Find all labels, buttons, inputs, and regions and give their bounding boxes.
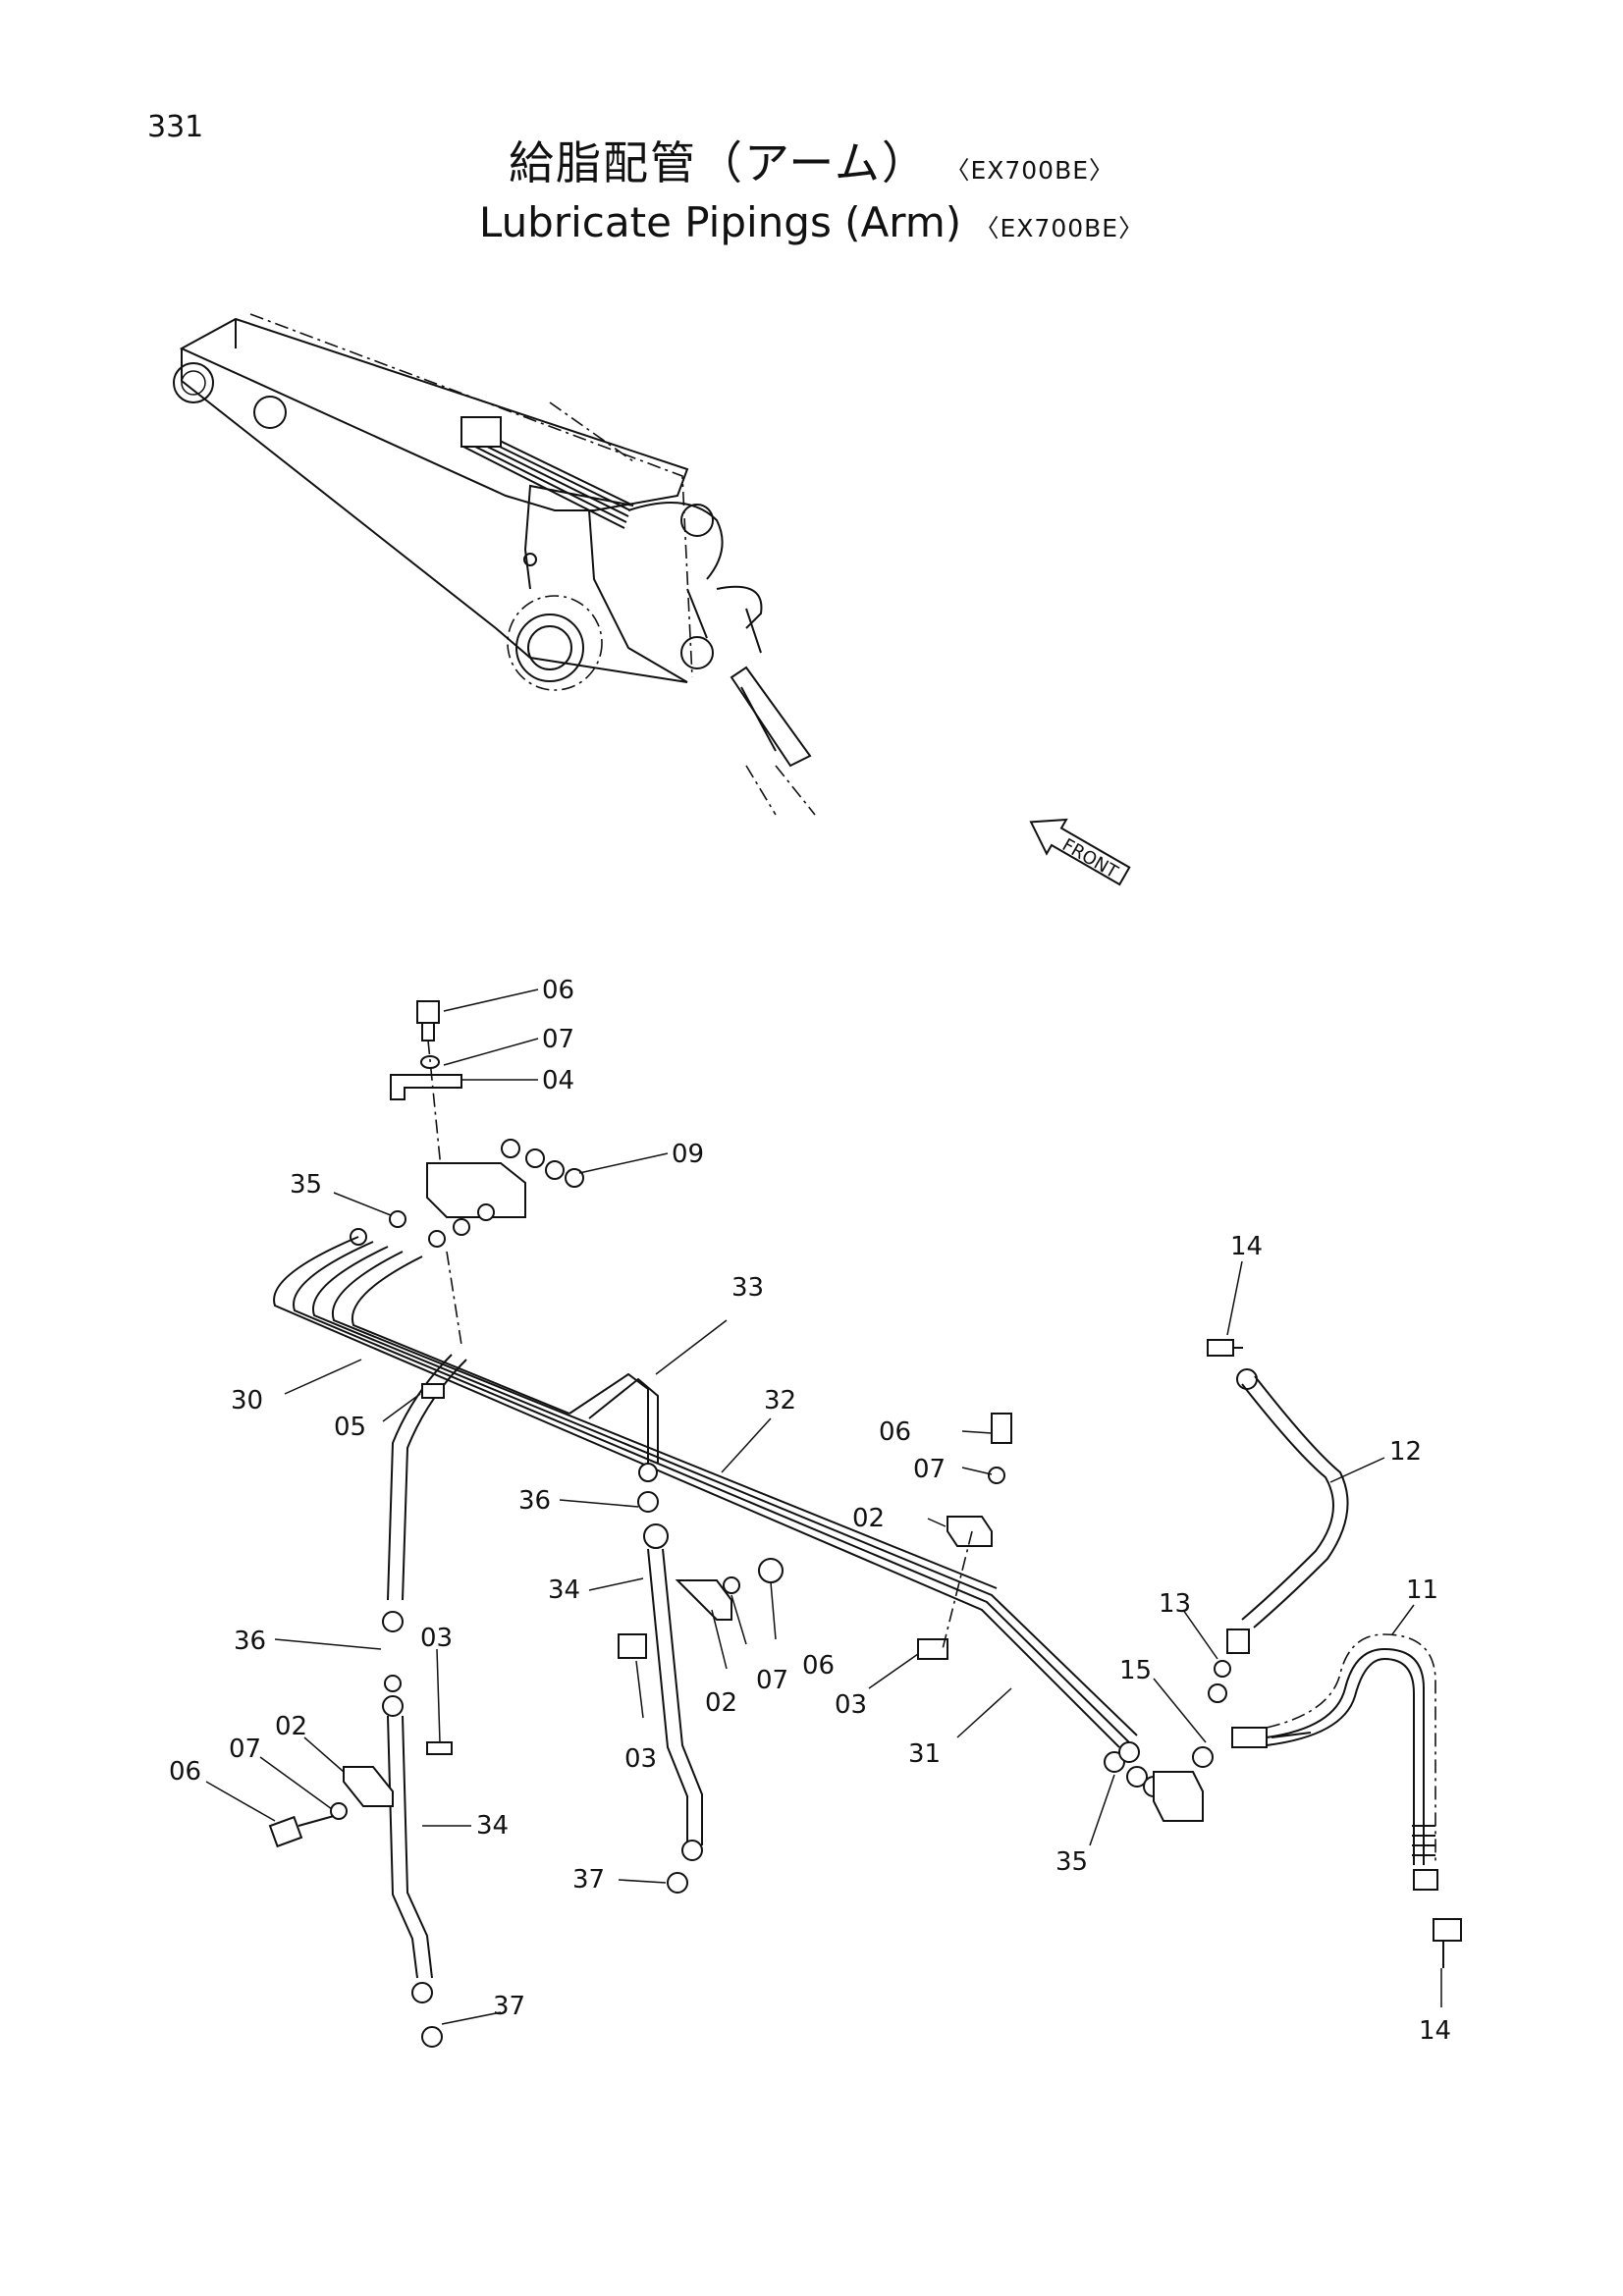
callout-36-left: 36 [234, 1627, 266, 1656]
callout-06-left: 06 [169, 1757, 201, 1787]
model-tag-jp: 〈EX700BE〉 [945, 156, 1115, 185]
callout-07-right: 07 [913, 1455, 946, 1484]
arm-overview-illustration [173, 313, 816, 816]
callout-31: 31 [908, 1739, 941, 1769]
callout-37-middle: 37 [572, 1865, 605, 1895]
callout-03-middle: 03 [624, 1744, 657, 1774]
callout-06-top: 06 [542, 976, 574, 1005]
callout-09: 09 [672, 1140, 704, 1169]
callout-02-right: 02 [852, 1504, 885, 1533]
callout-15: 15 [1119, 1656, 1152, 1685]
callout-07-middle: 07 [756, 1666, 788, 1695]
callout-03-left: 03 [420, 1624, 453, 1653]
callout-34-left: 34 [476, 1811, 509, 1841]
model-tag-en: 〈EX700BE〉 [974, 214, 1145, 242]
callout-02-left: 02 [275, 1712, 307, 1741]
callout-07-top: 07 [542, 1025, 574, 1054]
exploded-pipe-assembly [268, 1000, 1462, 2048]
title-japanese: 給脂配管（アーム） 〈EX700BE〉 [0, 128, 1623, 192]
callout-35-upper: 35 [290, 1170, 322, 1200]
front-arrow: FRONT [1029, 818, 1131, 886]
leader-lines [205, 988, 1442, 2025]
callout-13: 13 [1159, 1589, 1191, 1619]
callout-03-right: 03 [835, 1690, 867, 1720]
callout-32: 32 [764, 1386, 796, 1415]
callout-06-middle: 06 [802, 1651, 835, 1681]
title-block: 給脂配管（アーム） 〈EX700BE〉 Lubricate Pipings (A… [0, 128, 1623, 246]
callout-35-lower: 35 [1055, 1847, 1088, 1877]
callout-33: 33 [731, 1273, 764, 1303]
callout-11: 11 [1406, 1575, 1438, 1605]
callout-37-left: 37 [493, 1992, 525, 2021]
callout-14-lower: 14 [1419, 2016, 1451, 2046]
callout-36-middle: 36 [518, 1486, 551, 1516]
callout-02-middle: 02 [705, 1688, 737, 1718]
title-japanese-text: 給脂配管（アーム） [508, 136, 929, 189]
front-arrow-label: FRONT [1058, 834, 1122, 882]
callout-34-middle: 34 [548, 1575, 580, 1605]
callout-30: 30 [231, 1386, 263, 1415]
callout-12: 12 [1389, 1437, 1422, 1467]
callout-07-left: 07 [229, 1735, 261, 1764]
page-number: 331 [147, 110, 204, 144]
callout-14-upper: 14 [1230, 1232, 1263, 1261]
title-english-text: Lubricate Pipings (Arm) [478, 198, 962, 246]
callout-labels: 06 07 04 09 35 33 14 30 05 32 06 07 12 3… [169, 976, 1451, 2046]
title-english: Lubricate Pipings (Arm) 〈EX700BE〉 [0, 198, 1623, 246]
callout-04: 04 [542, 1066, 574, 1095]
callout-06-right: 06 [879, 1417, 911, 1447]
callout-05: 05 [334, 1413, 366, 1442]
